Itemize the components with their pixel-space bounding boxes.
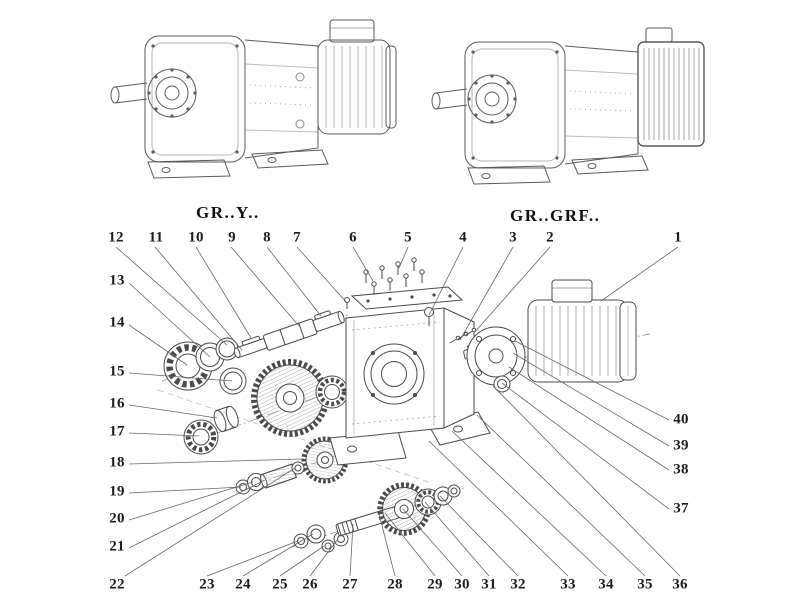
callout-21: 21 xyxy=(109,538,125,555)
callout-38: 38 xyxy=(673,461,689,478)
bolt-dots xyxy=(147,44,239,154)
housing-cover xyxy=(350,286,464,310)
callout-35: 35 xyxy=(637,576,653,593)
callout-14: 14 xyxy=(109,314,125,331)
model-label-gr-grf: GR..GRF.. xyxy=(510,206,601,225)
callout-20: 20 xyxy=(109,510,125,527)
flange-ring xyxy=(493,375,511,393)
exploded-view xyxy=(115,246,681,577)
callout-33: 33 xyxy=(560,576,576,593)
callout-4: 4 xyxy=(459,229,467,246)
assembled-view-gr-y xyxy=(110,19,397,179)
callout-1: 1 xyxy=(674,229,682,246)
callout-10: 10 xyxy=(188,229,204,246)
callout-25: 25 xyxy=(272,576,288,593)
callout-28: 28 xyxy=(387,576,403,593)
input-shaft xyxy=(233,310,345,359)
assembled-view-gr-grf xyxy=(431,27,705,185)
callout-26: 26 xyxy=(302,576,318,593)
callout-36: 36 xyxy=(672,576,688,593)
callout-24: 24 xyxy=(235,576,251,593)
flange-bolts xyxy=(449,327,477,344)
leader-lines xyxy=(115,246,681,577)
callout-11: 11 xyxy=(148,229,164,246)
callout-32: 32 xyxy=(510,576,526,593)
callout-15: 15 xyxy=(109,363,125,380)
callout-5: 5 xyxy=(404,229,412,246)
callout-34: 34 xyxy=(598,576,614,593)
vent-plug xyxy=(344,297,350,309)
pinion-ring xyxy=(291,461,305,475)
gear-bearing xyxy=(315,375,349,409)
callout-9: 9 xyxy=(228,229,236,246)
callout-13: 13 xyxy=(109,272,125,289)
callout-19: 19 xyxy=(109,483,125,500)
gear-housing xyxy=(329,307,491,466)
big-helical-gear xyxy=(251,359,329,437)
callout-22: 22 xyxy=(109,576,125,593)
callout-31: 31 xyxy=(481,576,497,593)
brake-motor-block xyxy=(637,27,705,147)
callout-17: 17 xyxy=(109,423,125,440)
output-washer-h xyxy=(447,484,461,498)
motor-left xyxy=(317,19,397,135)
bolt-dots xyxy=(467,50,559,160)
callout-23: 23 xyxy=(199,576,215,593)
callout-18: 18 xyxy=(109,454,125,471)
callout-39: 39 xyxy=(673,437,689,454)
callout-29: 29 xyxy=(427,576,443,593)
oil-seal xyxy=(219,367,247,395)
callout-40: 40 xyxy=(673,411,689,428)
output-washer-c xyxy=(321,539,335,553)
callout-37: 37 xyxy=(673,500,689,517)
cover-bolts xyxy=(363,257,425,295)
callout-8: 8 xyxy=(263,229,271,246)
callout-12: 12 xyxy=(108,229,124,246)
lower-bearing xyxy=(183,419,219,455)
callout-6: 6 xyxy=(349,229,357,246)
callout-16: 16 xyxy=(109,395,125,412)
callout-27: 27 xyxy=(342,576,358,593)
output-ring-b xyxy=(306,524,326,544)
motor-body xyxy=(527,279,637,383)
callout-3: 3 xyxy=(509,229,517,246)
callout-2: 2 xyxy=(546,229,554,246)
model-label-gr-y: GR..Y.. xyxy=(196,203,260,222)
callout-30: 30 xyxy=(454,576,470,593)
spacer-bushing xyxy=(213,405,239,433)
callout-7: 7 xyxy=(293,229,301,246)
motor-flange xyxy=(466,326,526,386)
